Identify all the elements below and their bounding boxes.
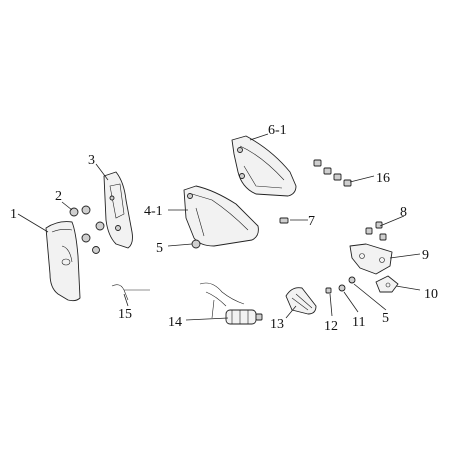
callout-labels: 1 2 3 4-1 5 6-1 7 16 8 9 10 5 11 12 13 1… (10, 123, 438, 334)
callout-11: 11 (352, 315, 365, 330)
callout-5-right: 5 (382, 311, 389, 326)
leader-lines (17, 133, 421, 321)
callout-10: 10 (424, 287, 438, 302)
callout-6-1: 6-1 (268, 123, 287, 138)
callout-15: 15 (118, 307, 132, 322)
callout-9: 9 (422, 248, 429, 263)
callout-2: 2 (55, 189, 62, 204)
callout-14: 14 (168, 315, 182, 330)
part-16-bolts (313, 159, 352, 187)
callout-1: 1 (10, 207, 17, 222)
part-14-wiring-harness (199, 282, 263, 325)
callout-16: 16 (376, 171, 390, 186)
callout-13: 13 (270, 317, 284, 332)
callout-8: 8 (400, 205, 407, 220)
callout-5-left: 5 (156, 241, 163, 256)
callout-7: 7 (308, 214, 315, 229)
callout-12: 12 (324, 319, 338, 334)
part-1-side-cover (45, 221, 81, 302)
part-4-1-side-cover (183, 185, 259, 247)
part-3-bracket-plate (103, 171, 133, 249)
part-9-mounting-bracket (349, 243, 393, 275)
callout-3: 3 (88, 153, 95, 168)
part-15-hose (111, 284, 150, 301)
callout-4-1: 4-1 (144, 204, 163, 219)
part-5-nut-right (348, 276, 356, 284)
part-13-small-cover (285, 287, 317, 315)
part-11-washer (338, 284, 346, 292)
part-5-nut-left (191, 239, 201, 249)
part-6-1-upper-cover (231, 135, 297, 197)
part-12-pin (325, 287, 332, 294)
part-10-plate (375, 275, 399, 293)
part-2-grommets (69, 205, 105, 254)
part-7-clip (279, 217, 289, 224)
